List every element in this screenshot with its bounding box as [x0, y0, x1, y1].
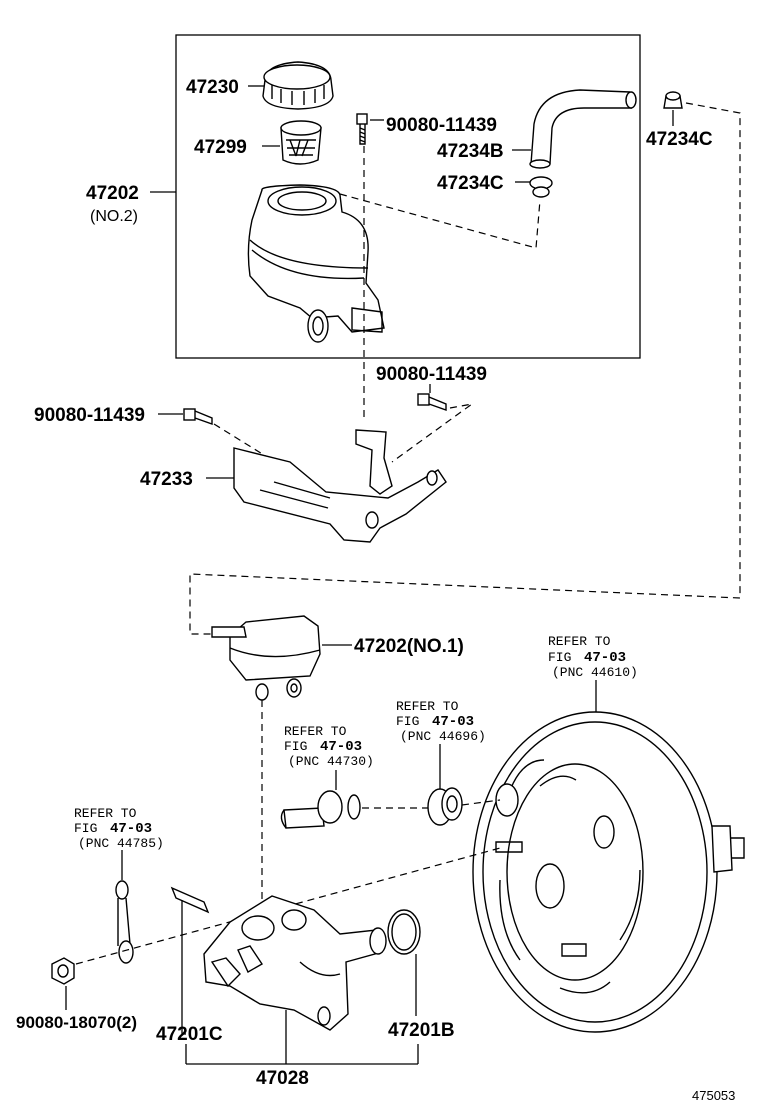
label-47299: 47299	[194, 137, 247, 158]
label-47201b: 47201B	[388, 1020, 455, 1041]
bolt-top[interactable]	[356, 113, 368, 145]
svg-text:47-03: 47-03	[110, 821, 152, 837]
bolt-mid[interactable]	[417, 393, 447, 411]
label-47234c-lower: 47234C	[437, 173, 504, 194]
label-47234b: 47234B	[437, 141, 504, 162]
reservoir-tank[interactable]	[247, 184, 385, 343]
mounting-bracket[interactable]	[233, 429, 447, 543]
bolt-left[interactable]	[183, 408, 213, 425]
svg-text:REFER TO: REFER TO	[396, 699, 459, 714]
figure-id: 475053	[692, 1088, 735, 1103]
svg-text:(PNC 44730): (PNC 44730)	[288, 754, 374, 769]
label-47230: 47230	[186, 77, 239, 98]
label-47233: 47233	[140, 469, 193, 490]
svg-text:47-03: 47-03	[584, 650, 626, 666]
svg-text:REFER TO: REFER TO	[284, 724, 347, 739]
hose-clamp-right[interactable]	[663, 91, 683, 109]
nut[interactable]	[51, 957, 75, 985]
hose-clamp-lower[interactable]	[529, 176, 553, 198]
svg-text:FIG: FIG	[396, 714, 419, 729]
pushrod[interactable]	[280, 790, 361, 829]
label-47202: 47202	[86, 183, 139, 204]
svg-text:(PNC 44610): (PNC 44610)	[552, 665, 638, 680]
reservoir-hose[interactable]	[529, 89, 637, 169]
label-90080-18070: 90080-18070(2)	[16, 1013, 137, 1032]
brake-booster[interactable]	[472, 711, 745, 1033]
o-ring[interactable]	[387, 909, 421, 955]
refer-44610: REFER TO FIG 47-03 (PNC 44610)	[548, 634, 638, 680]
label-bolt-top: 90080-11439	[386, 115, 497, 136]
label-47028: 47028	[256, 1068, 309, 1089]
master-cylinder[interactable]	[203, 895, 387, 1031]
refer-44730: REFER TO FIG 47-03 (PNC 44730)	[284, 724, 374, 769]
reservoir-strainer[interactable]	[280, 120, 322, 165]
svg-text:(PNC 44696): (PNC 44696)	[400, 729, 486, 744]
label-47201c: 47201C	[156, 1024, 223, 1045]
label-47202-no1: 47202(NO.1)	[354, 636, 464, 657]
svg-text:FIG: FIG	[74, 821, 97, 836]
refer-44696: REFER TO FIG 47-03 (PNC 44696)	[396, 699, 486, 744]
label-bolt-mid: 90080-11439	[376, 364, 487, 385]
label-47202-no2: (NO.2)	[90, 208, 138, 225]
svg-text:47-03: 47-03	[432, 714, 474, 730]
svg-text:REFER TO: REFER TO	[74, 806, 137, 821]
svg-text:REFER TO: REFER TO	[548, 634, 611, 649]
svg-text:47-03: 47-03	[320, 739, 362, 755]
svg-text:(PNC 44785): (PNC 44785)	[78, 836, 164, 851]
reservoir-cap[interactable]	[262, 61, 334, 110]
booster-seal[interactable]	[427, 787, 463, 826]
clevis-rod[interactable]	[115, 880, 134, 964]
reservoir-assembly-box	[175, 34, 641, 359]
reservoir-no1[interactable]	[211, 615, 321, 701]
svg-text:FIG: FIG	[548, 650, 571, 665]
label-47234c-right: 47234C	[646, 129, 713, 150]
refer-44785: REFER TO FIG 47-03 (PNC 44785)	[74, 806, 164, 851]
pin[interactable]	[170, 886, 210, 914]
svg-text:FIG: FIG	[284, 739, 307, 754]
label-bolt-left: 90080-11439	[34, 405, 145, 426]
